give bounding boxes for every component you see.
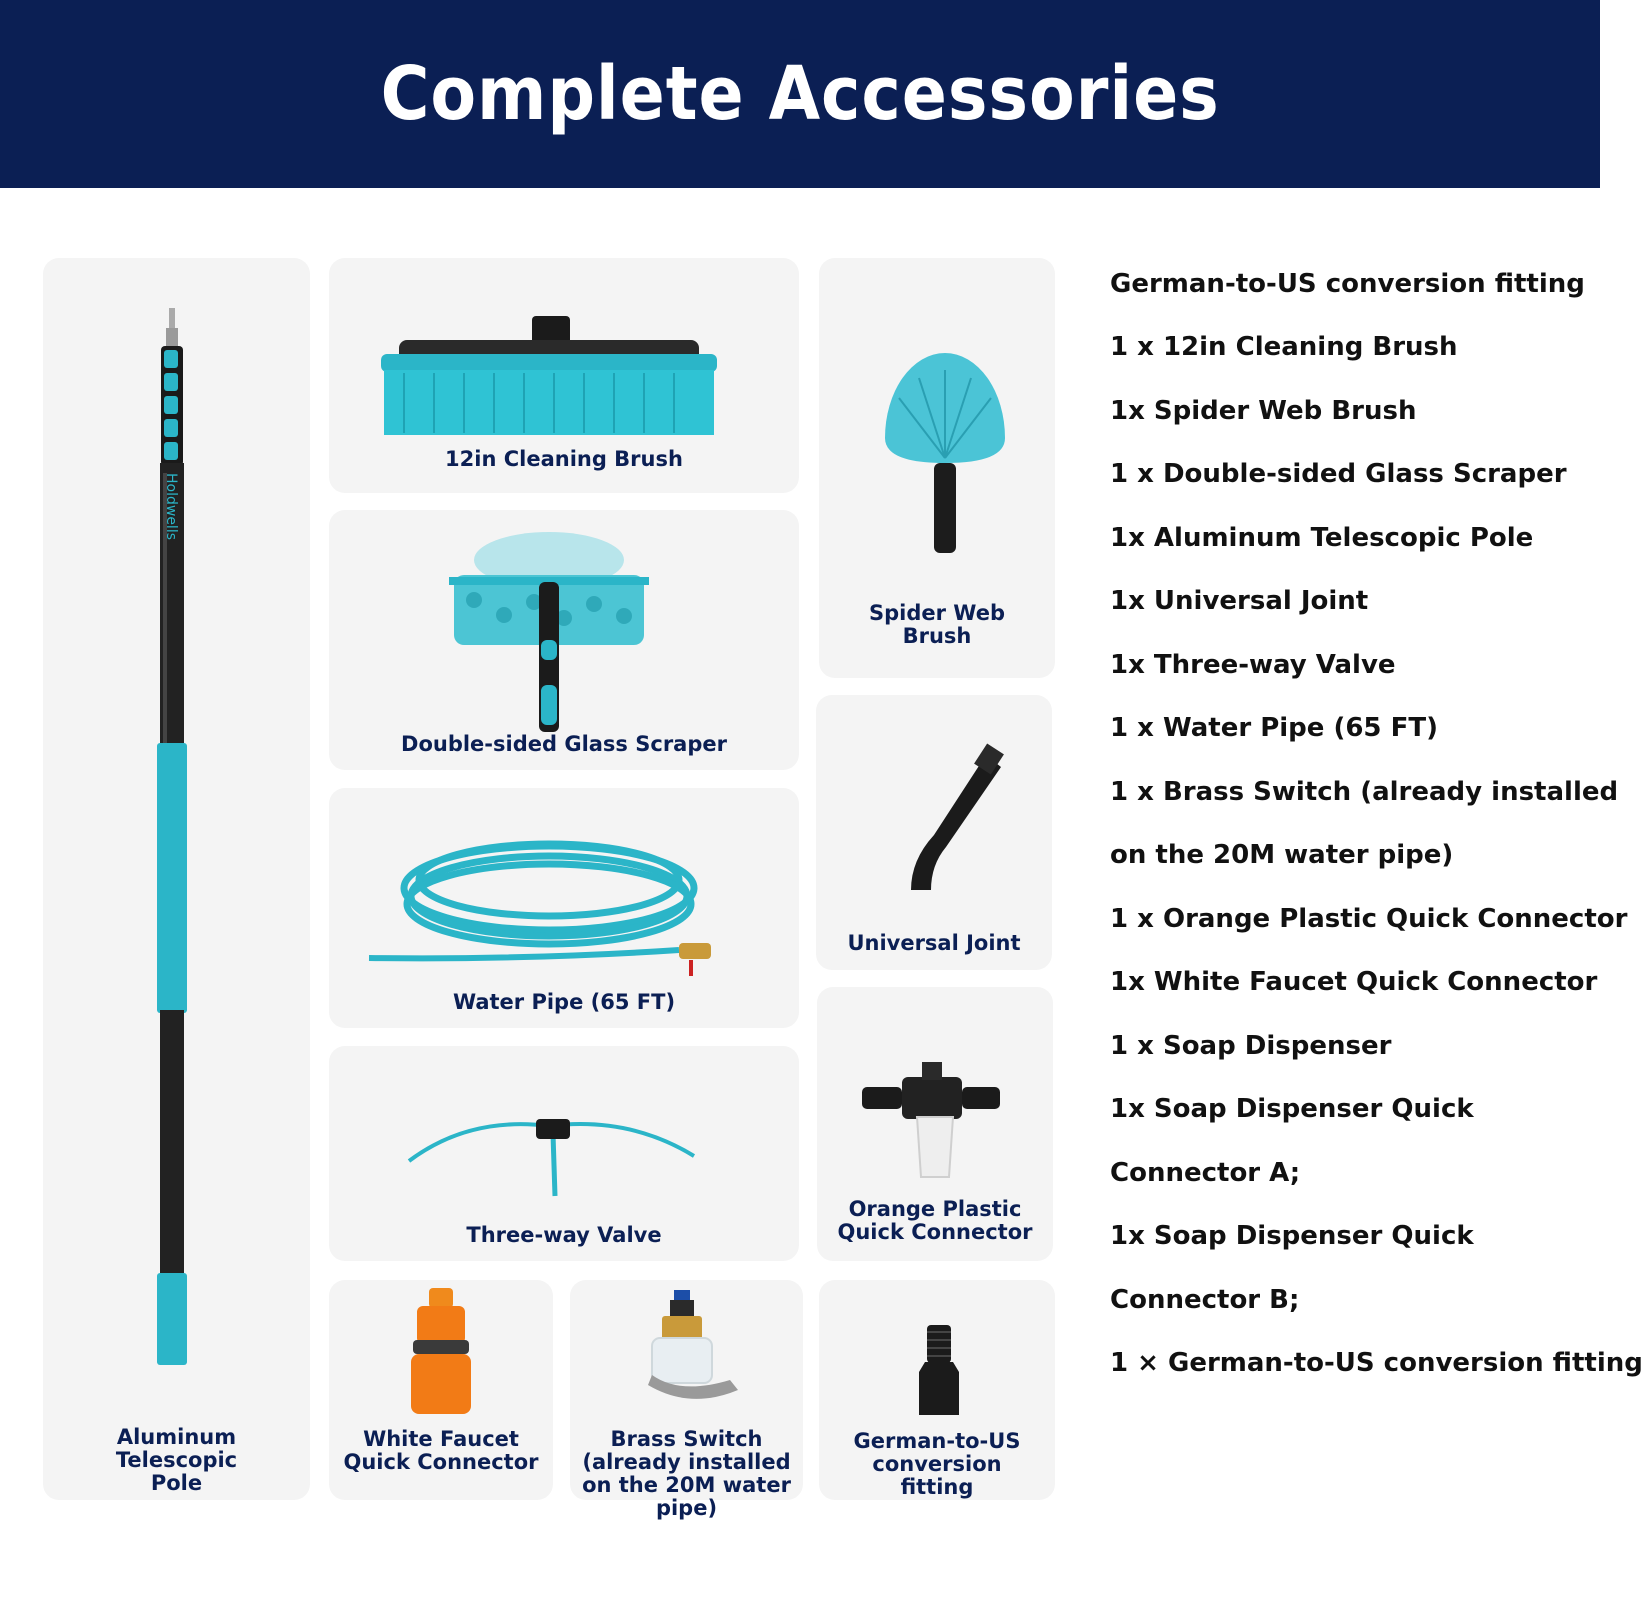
list-item: German-to-US conversion fitting: [1110, 268, 1585, 299]
list-item: 1x White Faucet Quick Connector: [1110, 967, 1598, 998]
three-way-valve-image: [407, 1119, 696, 1197]
universal-joint-image: [911, 743, 1004, 890]
label-brass-switch: Brass Switch (already installed on the 2…: [582, 1427, 791, 1520]
pole-brand-text: Holdwells: [163, 473, 179, 540]
list-item: 1 x Soap Dispenser: [1110, 1030, 1392, 1061]
label-three-way-valve: Three-way Valve: [466, 1223, 662, 1247]
card-brass-switch: Brass Switch (already installed on the 2…: [570, 1280, 803, 1520]
card-glass-scraper: Double-sided Glass Scraper: [329, 510, 799, 770]
label-cleaning-brush: 12in Cleaning Brush: [445, 447, 683, 471]
list-item: 1 x Water Pipe (65 FT): [1110, 713, 1438, 744]
header-banner: Complete Accessories: [0, 0, 1600, 188]
card-german-fitting: German-to-US conversion fitting: [819, 1280, 1055, 1500]
list-item: 1x Universal Joint: [1110, 586, 1369, 617]
spider-web-brush-image: [885, 353, 1005, 553]
list-item: 1x Soap Dispenser Quick: [1110, 1094, 1474, 1125]
list-item: 1 x Brass Switch (already installed: [1110, 776, 1619, 807]
list-item: 1x Spider Web Brush: [1110, 395, 1417, 426]
card-spider-web-brush: Spider Web Brush: [819, 258, 1055, 678]
faucet-connector-image: [411, 1288, 471, 1414]
list-item: 1x Three-way Valve: [1110, 649, 1396, 680]
orange-connector-image: [862, 1062, 1000, 1178]
cleaning-brush-image: [381, 316, 717, 435]
label-faucet-connector: White Faucet Quick Connector: [343, 1427, 539, 1474]
telescopic-pole-image: Holdwells: [157, 308, 187, 1365]
label-orange-connector: Orange Plastic Quick Connector: [837, 1197, 1033, 1244]
label-water-pipe: Water Pipe (65 FT): [452, 990, 676, 1014]
label-spider-web-brush: Spider Web Brush: [869, 601, 1005, 648]
list-item: 1x Soap Dispenser Quick: [1110, 1221, 1474, 1252]
page-title: Complete Accessories: [380, 51, 1220, 137]
brass-switch-image: [648, 1290, 738, 1399]
list-item: Connector B;: [1110, 1284, 1300, 1315]
glass-scraper-image: [449, 532, 649, 732]
label-universal-joint: Universal Joint: [847, 931, 1021, 955]
list-item: 1x Aluminum Telescopic Pole: [1110, 522, 1534, 553]
german-fitting-image: [919, 1325, 959, 1415]
list-item: 1 × German-to-US conversion fitting: [1110, 1348, 1643, 1379]
label-glass-scraper: Double-sided Glass Scraper: [401, 732, 727, 756]
water-pipe-image: [368, 840, 711, 976]
list-item: 1 x Double-sided Glass Scraper: [1110, 459, 1567, 490]
list-item: on the 20M water pipe): [1110, 840, 1454, 871]
card-water-pipe: Water Pipe (65 FT): [329, 788, 799, 1028]
label-german-fitting: German-to-US conversion fitting: [853, 1429, 1021, 1499]
card-three-way-valve: Three-way Valve: [329, 1046, 799, 1261]
card-orange-connector: Orange Plastic Quick Connector: [817, 987, 1053, 1261]
card-universal-joint: Universal Joint: [816, 695, 1052, 970]
list-item: Connector A;: [1110, 1157, 1301, 1188]
list-item: 1 x 12in Cleaning Brush: [1110, 332, 1458, 363]
card-cleaning-brush: 12in Cleaning Brush: [329, 258, 799, 493]
label-telescopic-pole: Aluminum Telescopic Pole: [115, 1425, 238, 1495]
accessories-list: German-to-US conversion fitting 1 x 12in …: [1110, 252, 1643, 1395]
card-faucet-connector: White Faucet Quick Connector: [329, 1280, 553, 1500]
list-item: 1 x Orange Plastic Quick Connector: [1110, 903, 1628, 934]
card-telescopic-pole: Holdwells Aluminum Telescopic Pole: [43, 258, 310, 1500]
